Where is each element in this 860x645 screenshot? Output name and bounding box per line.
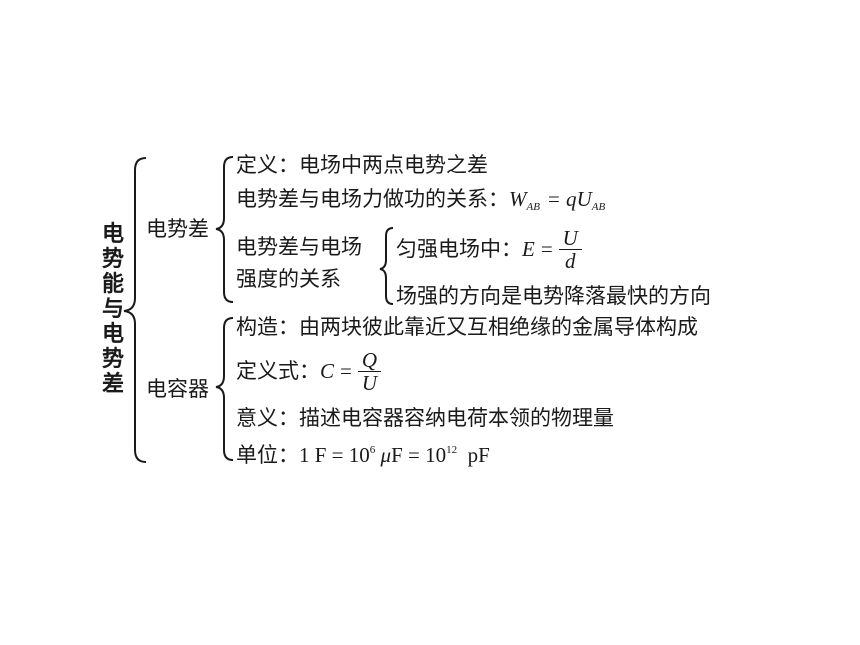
formula-denominator: U xyxy=(361,370,378,395)
uniform-fraction: U d xyxy=(558,227,582,273)
branch1-brace xyxy=(215,156,234,303)
meaning-text: 意义：描述电容器容纳电荷本领的物理量 xyxy=(236,406,614,430)
work-U-sub: AB xyxy=(591,201,606,213)
root-brace xyxy=(123,157,147,463)
uniform-eq: = xyxy=(540,237,553,261)
uniform-prefix: 匀强电场中： xyxy=(396,237,522,261)
work-U: U xyxy=(576,187,592,211)
uniform-denominator: d xyxy=(565,248,576,273)
field-relation-line1: 电势差与电场 xyxy=(236,235,362,259)
unit-mu: μ xyxy=(380,443,392,467)
field-relation-line2: 强度的关系 xyxy=(236,267,341,291)
direction-text: 场强的方向是电势降落最快的方向 xyxy=(396,284,711,308)
branch2-title: 电容器 xyxy=(146,377,209,401)
formula-eq: = xyxy=(340,359,352,383)
work-relation: 电势差与电场力做功的关系：WAB = qUAB xyxy=(236,186,605,220)
work-W-sub: AB xyxy=(526,201,540,213)
unit-exp1: 6 xyxy=(369,444,376,456)
work-relation-prefix: 电势差与电场力做功的关系： xyxy=(236,187,509,211)
unit-exp2: 12 xyxy=(446,444,458,456)
uniform-numerator: U xyxy=(558,227,582,250)
unit-line: 单位：1 F = 106 μF = 1012 pF xyxy=(236,437,490,468)
work-W: W xyxy=(509,187,527,211)
uniform-field-formula: 匀强电场中： E = U d xyxy=(396,223,582,275)
unit-d: pF xyxy=(457,443,490,467)
root-title: 电势能与电势差 xyxy=(101,222,124,397)
branch1-title: 电势差 xyxy=(146,217,209,241)
field-brace xyxy=(379,227,394,305)
unit-c: F = 10 xyxy=(391,443,447,467)
work-eq: = q xyxy=(546,187,577,211)
unit-a: 1 F = 10 xyxy=(299,443,370,467)
formula-C: C xyxy=(320,359,335,383)
capacitance-formula: 定义式： C = Q U xyxy=(236,345,382,397)
unit-prefix: 单位： xyxy=(236,443,299,467)
branch2-brace xyxy=(215,317,234,461)
structure-text: 构造：由两块彼此靠近又互相绝缘的金属导体构成 xyxy=(236,315,698,339)
uniform-E: E xyxy=(522,237,535,261)
formula-numerator: Q xyxy=(357,349,382,372)
formula-fraction: Q U xyxy=(357,349,382,395)
definition-text: 定义：电场中两点电势之差 xyxy=(236,153,488,177)
formula-prefix: 定义式： xyxy=(236,359,320,383)
